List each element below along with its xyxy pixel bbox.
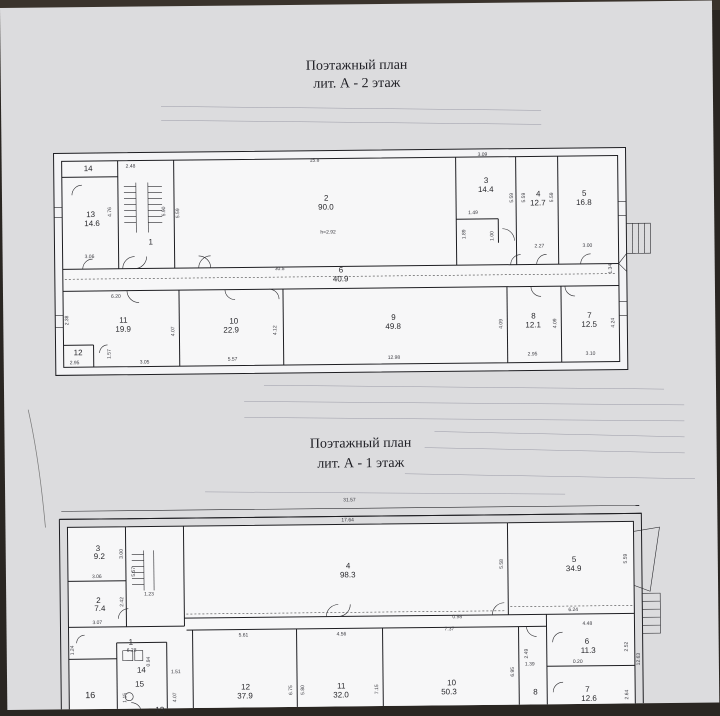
f1-room-10-area: 50.3 <box>441 688 457 696</box>
f1-dim-407: 4.07 <box>173 692 178 702</box>
f1-room-5-area: 34.9 <box>566 565 582 573</box>
f1-dim-559: 5.59 <box>624 554 629 564</box>
f1-dim-123: 1.23 <box>144 592 154 597</box>
f1-dim-306: 3.06 <box>92 575 102 580</box>
f1-room-7-area: 12.6 <box>581 695 597 703</box>
f1-dim-242: 2.42 <box>120 597 125 607</box>
f1-dim-695: 6.95 <box>511 667 516 677</box>
f1-dim-098: 0.98 <box>452 615 462 620</box>
f1-dim-115: 1.15 <box>123 693 128 703</box>
f1-dim-1764: 17.64 <box>341 518 354 523</box>
f1-room-14-number: 14 <box>137 667 146 675</box>
f1-dim-094: 0.94 <box>147 657 152 667</box>
f1-room-12-number: 12 <box>241 683 250 691</box>
f1-dim-628: 6.28 <box>127 649 137 654</box>
f1-room-3-area: 9.2 <box>94 553 105 561</box>
f1-dim-3157: 31.57 <box>343 498 356 503</box>
f1-room-16-number: 16 <box>85 691 95 700</box>
f1-dim-307: 3.07 <box>92 621 102 626</box>
f1-room-15-number: 15 <box>135 681 144 689</box>
f1-room-7-number: 7 <box>585 686 590 694</box>
f1-dim-139: 1.39 <box>525 662 535 667</box>
f1-dim-675: 6.75 <box>289 685 294 695</box>
f1-dim-264: 2.64 <box>625 690 630 700</box>
f1-dim-737: 7.37 <box>445 627 455 632</box>
f1-room-8-number: 8 <box>533 688 538 696</box>
f1-dim-151: 1.51 <box>171 670 181 675</box>
f1-room-4-number: 4 <box>346 562 351 570</box>
f1-room-6-area: 11.3 <box>581 647 596 655</box>
f1-dim-1263: 12.63 <box>637 653 642 666</box>
f1-room-2-area: 7.4 <box>94 605 105 613</box>
f1-dim-558: 5.58 <box>500 559 505 569</box>
f1-room-10-number: 10 <box>447 679 456 687</box>
f1-room-12-area: 37.9 <box>237 692 253 700</box>
f1-room-1-number: 1 <box>129 639 134 647</box>
f1-dim-252: 2.52 <box>625 642 630 652</box>
f1-dim-580: 5.80 <box>301 685 306 695</box>
f1-dim-456: 4.56 <box>337 632 347 637</box>
f1-room-4-area: 98.3 <box>340 571 356 579</box>
f1-dim-300: 3.00 <box>120 549 125 559</box>
f1-dim-124: 1.24 <box>71 646 76 656</box>
f1-room-5-number: 5 <box>572 556 577 564</box>
f1-dim-624: 6.24 <box>568 608 578 613</box>
f1-dim-448: 4.48 <box>582 622 592 627</box>
f1-dim-249: 2.49 <box>525 649 530 659</box>
f1-dim-020: 0.20 <box>573 660 583 665</box>
f1-dim-561: 5.61 <box>239 633 249 638</box>
f1-room-11-area: 32.0 <box>333 691 349 699</box>
f1-room-13-number: 13 <box>155 706 164 714</box>
f1-room-11-number: 11 <box>337 682 345 690</box>
f1-dim-715: 7.15 <box>375 684 380 694</box>
f1-room-6-number: 6 <box>585 638 590 646</box>
f1-dim-557: 5.57 <box>132 567 137 577</box>
